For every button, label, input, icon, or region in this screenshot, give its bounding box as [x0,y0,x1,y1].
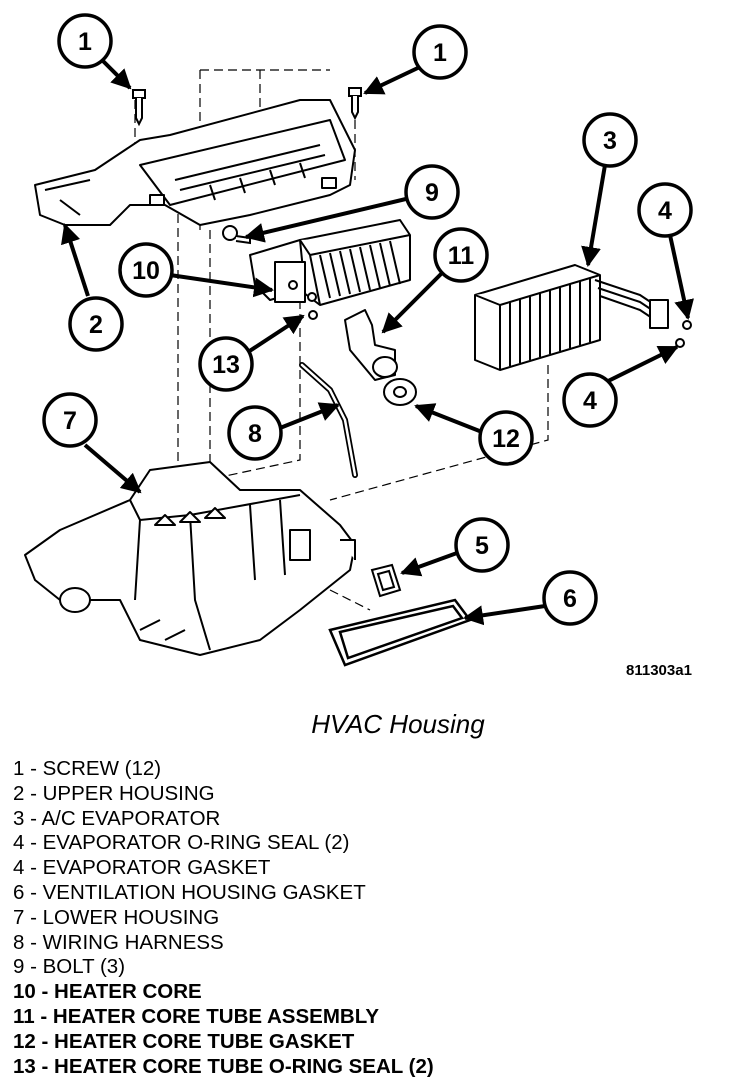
callout-1a: 1 [57,13,113,69]
legend-item: 9 - BOLT (3) [13,955,126,979]
callout-9: 9 [404,164,460,220]
svg-text:10: 10 [132,257,160,285]
legend-item: 8 - WIRING HARNESS [13,930,224,954]
callout-4b: 4 [562,372,618,428]
callout-12: 12 [478,410,534,466]
callout-11: 11 [433,227,489,283]
svg-text:1: 1 [433,39,447,67]
callout-10: 10 [118,242,174,298]
legend-item: 13 - HEATER CORE TUBE O-RING SEAL (2) [13,1054,434,1078]
svg-text:12: 12 [492,425,520,453]
callout-7: 7 [42,392,98,448]
upper-housing-drawing [34,99,356,226]
tube-assembly-drawing [344,309,417,406]
legend-item: 10 - HEATER CORE [13,980,202,1004]
legend-item: 3 - A/C EVAPORATOR [13,806,221,830]
callout-4a: 4 [637,182,693,238]
callout-2: 2 [68,296,124,352]
legend-item: 6 - VENTILATION HOUSING GASKET [13,880,366,904]
screw-drawing [132,87,362,127]
figure-caption: HVAC Housing [311,709,485,739]
legend-item: 11 - HEATER CORE TUBE ASSEMBLY [13,1004,380,1028]
svg-text:8: 8 [248,420,262,448]
callout-13: 13 [198,336,254,392]
hvac-exploded-diagram: 1 1 2 3 4 4 5 6 7 8 9 10 [24,13,694,667]
svg-text:11: 11 [448,242,475,270]
legend-item: 1 - SCREW (12) [13,757,162,780]
svg-text:1: 1 [78,28,92,56]
callout-3: 3 [582,112,638,168]
legend-item: 4 - EVAPORATOR O-RING SEAL (2) [13,831,350,855]
heater-core-drawing [249,219,411,320]
bolt-drawing [222,225,251,245]
legend-item: 12 - HEATER CORE TUBE GASKET [13,1029,355,1053]
figure-code: 811303a1 [626,662,692,679]
lower-housing-drawing [24,461,356,656]
svg-text:5: 5 [475,532,489,560]
legend-item: 7 - LOWER HOUSING [13,905,220,929]
legend-item: 2 - UPPER HOUSING [13,781,215,805]
ac-evaporator-drawing [474,264,692,371]
evaporator-gasket-drawing [370,563,402,598]
callout-6: 6 [542,570,598,626]
callout-5: 5 [454,517,510,573]
svg-text:3: 3 [603,127,617,155]
svg-text:13: 13 [212,351,240,379]
leader-lines [61,56,694,626]
callout-1b: 1 [412,24,468,80]
svg-text:9: 9 [425,179,439,207]
svg-text:7: 7 [63,407,77,435]
legend-item: 4 - EVAPORATOR GASKET [13,856,271,880]
svg-text:2: 2 [89,311,103,339]
ventilation-gasket-drawing [328,598,473,667]
svg-text:4: 4 [658,197,672,225]
svg-text:4: 4 [583,387,597,415]
callout-8: 8 [227,405,283,461]
parts-legend: 1 - SCREW (12) 2 - UPPER HOUSING 3 - A/C… [13,757,434,1079]
wiring-harness-drawing [299,362,358,478]
svg-text:6: 6 [563,585,577,613]
